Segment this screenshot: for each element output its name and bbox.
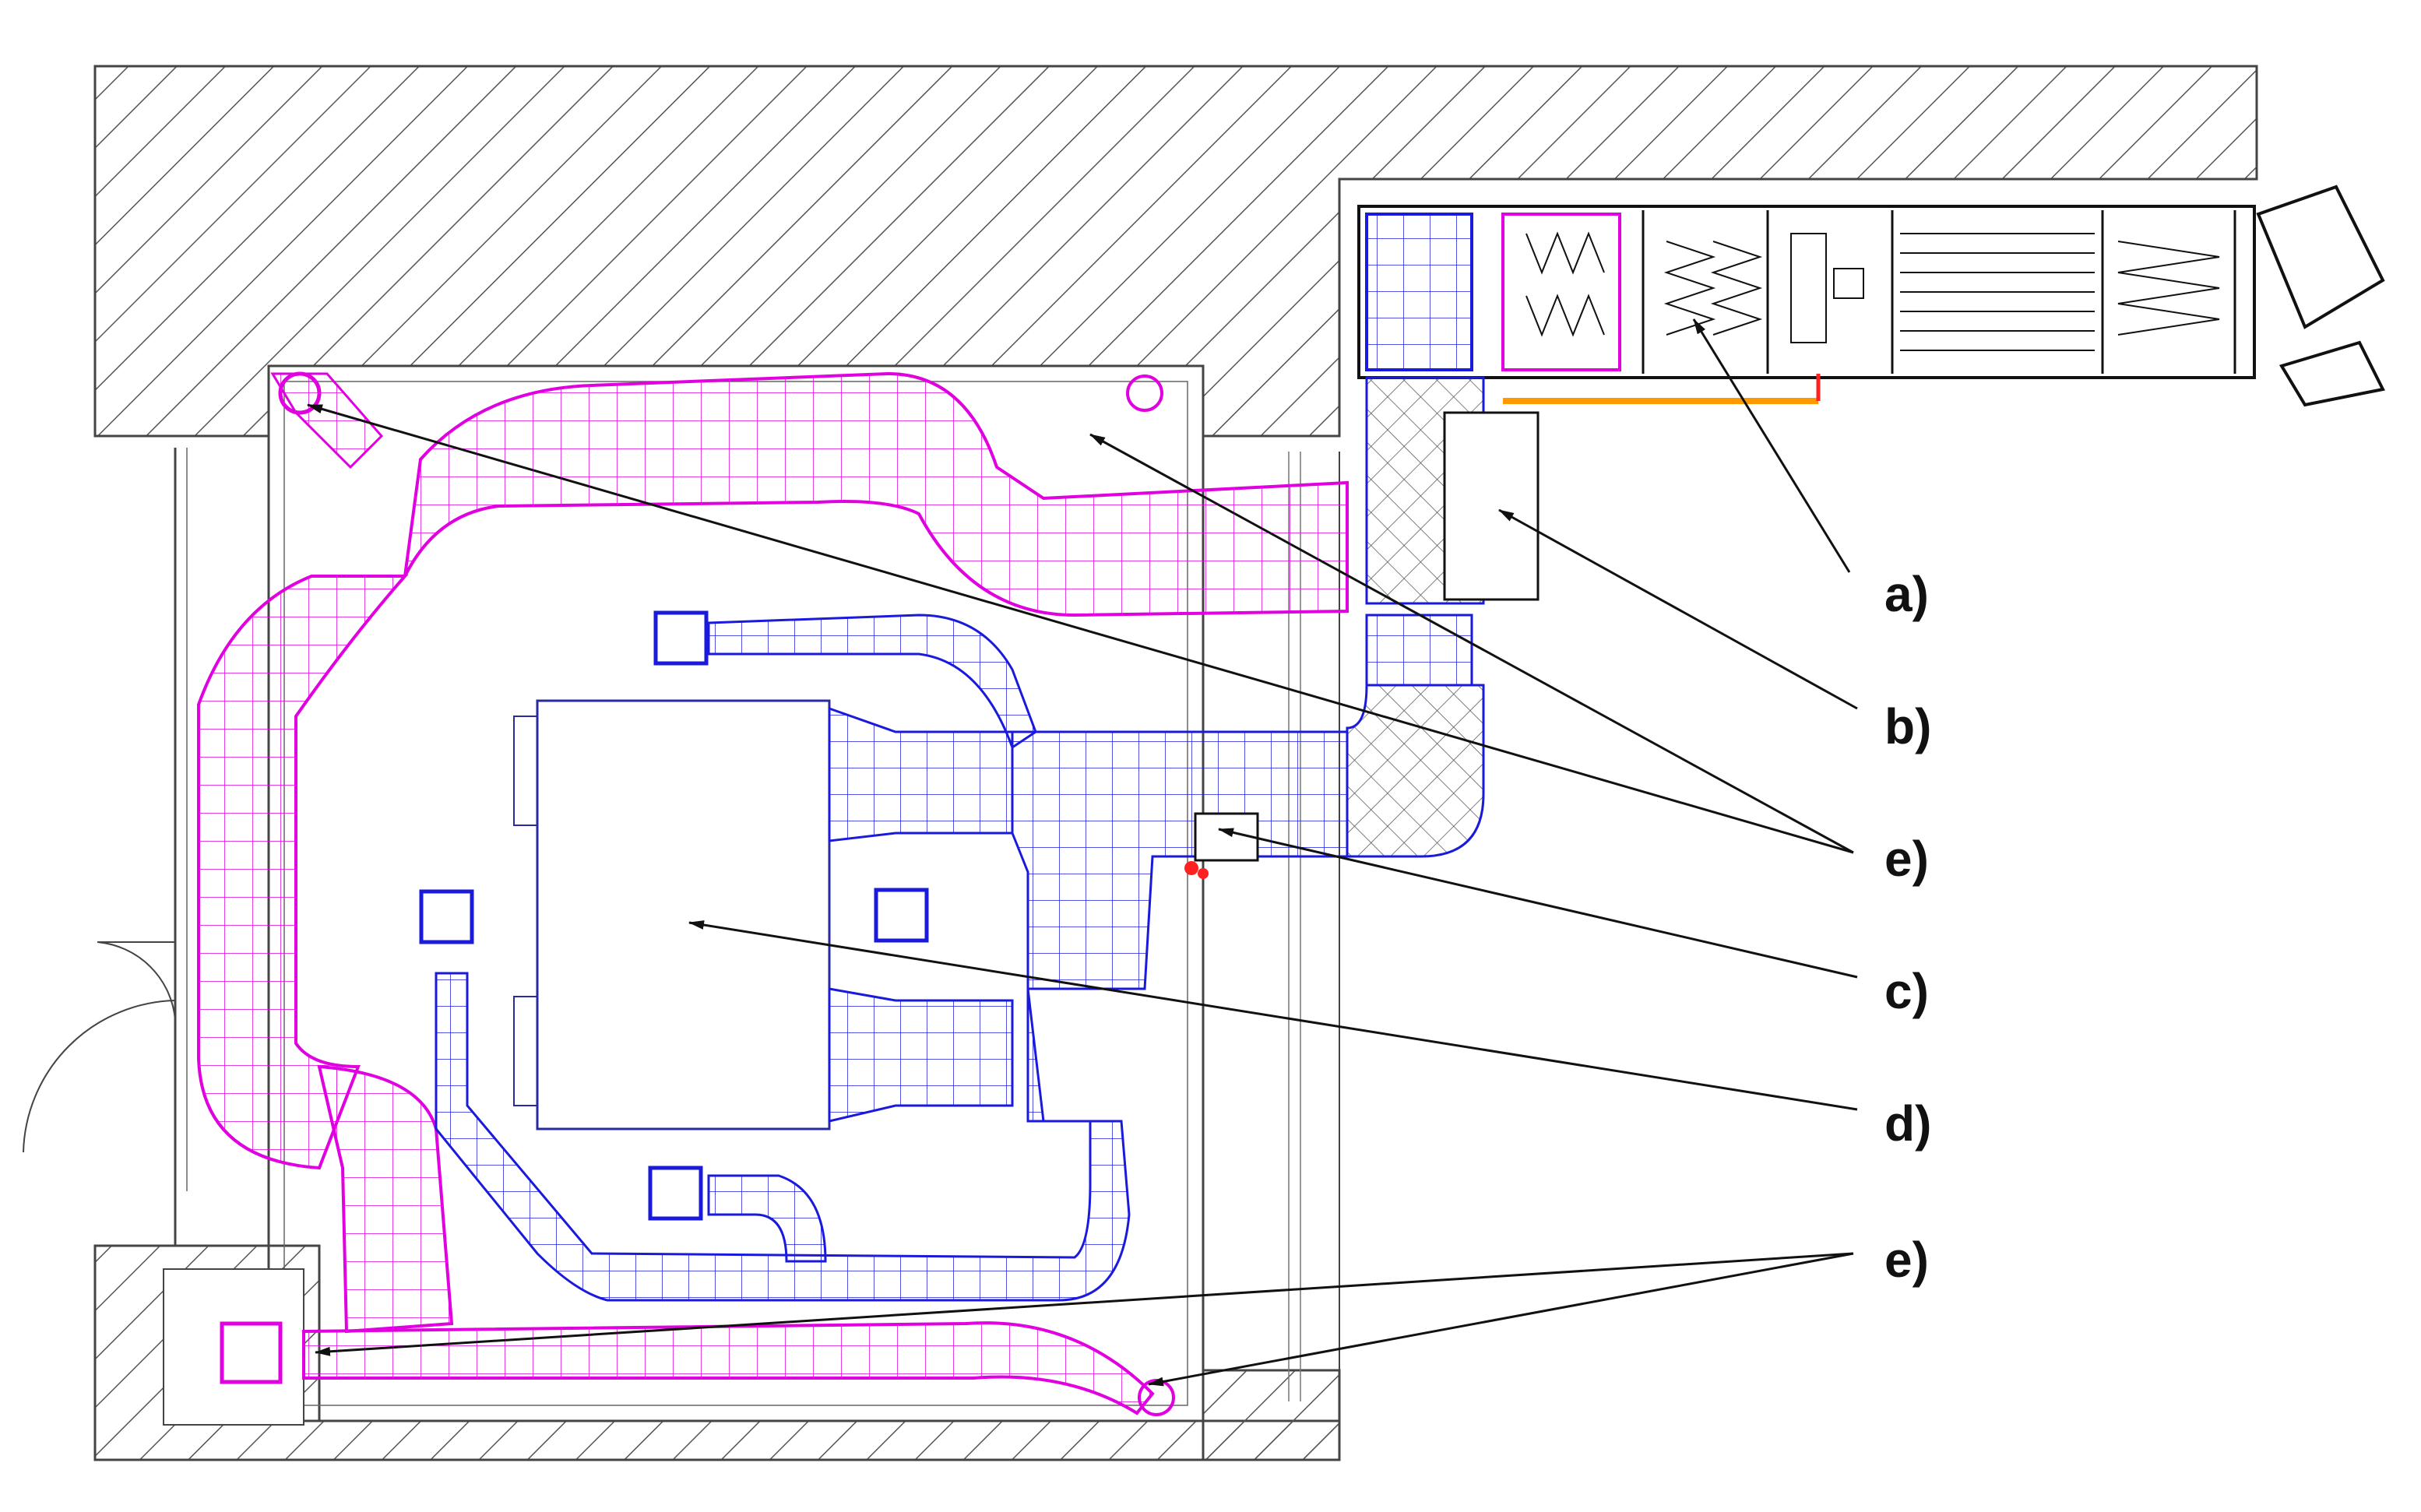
control-valve-red [1184,861,1198,875]
label-b: b) [1884,698,1931,754]
leader-arrows [307,318,1858,1387]
riser-box [1443,411,1540,601]
central-unit-outlet-lower [828,987,1014,1123]
label-c: c) [1884,963,1929,1019]
ahu-magenta-section [1501,213,1621,371]
return-grille-3 [874,888,929,943]
ahu-outdoor-louver [2256,185,2385,329]
arrow-e-upper-2 [1089,433,1854,854]
return-ducts [419,610,1349,1302]
label-a: a) [1884,566,1929,622]
arrow-a [1692,318,1851,573]
riser-elbow [1346,684,1485,858]
air-handling-unit [1357,185,2385,407]
central-unit-flange-left [513,716,538,826]
central-unit-flange-left-2 [513,996,538,1106]
ahu-blue-section [1365,213,1473,371]
arrow-e-lower-1 [315,1252,1854,1356]
supply-duct-bottom [302,1321,1155,1415]
return-duct-main [435,730,1349,1302]
central-unit-outlet-upper [828,706,1014,842]
ahu-filter-zigzag [1525,231,1605,275]
supply-duct-loop [197,371,1349,1416]
bottom-right-wall-hatch [1202,1369,1341,1461]
label-e-lower: e) [1884,1232,1929,1288]
ahu-filter-zigzag-2 [1525,294,1605,337]
control-valve-red-2 [1198,868,1209,879]
arrow-b [1498,508,1858,710]
central-unit [513,699,1014,1130]
ahu-heat-exchanger [1900,233,2095,351]
shaft-room [163,1268,304,1426]
return-duct-top [707,614,1037,750]
return-grille-4 [648,1166,703,1221]
arrow-c [1218,828,1858,979]
ahu-casing [1357,205,2256,379]
return-duct-bottom-branch [707,1174,827,1263]
arrow-d [688,920,1858,1111]
supply-duct-upper-left-branch [270,372,384,469]
return-grille-2 [419,889,474,944]
arrow-e-upper-1 [307,403,1854,854]
return-grille-1 [653,610,709,666]
ahu-coil-zigzag-2 [1710,241,1763,336]
arrow-e-lower-2 [1148,1252,1854,1387]
building-walls [23,65,2258,1461]
supply-diffuser-top-left [278,371,322,415]
label-d: d) [1884,1095,1931,1152]
supply-diffuser-top-right [1126,374,1163,412]
duct-riser [1346,376,1540,858]
supply-duct-top [403,371,1349,617]
ahu-outdoor-louver-2 [2278,340,2385,407]
door-arc-lower [23,1000,176,1153]
ahu-fan-housing [1790,233,1827,343]
ahu-coil-zigzag [1663,241,1716,336]
label-e-upper: e) [1884,831,1929,887]
supply-duct-lower-left [317,1064,454,1334]
door-arc-upper [97,941,176,1021]
supply-diffuser-lower-left [220,1321,283,1384]
central-unit-body [536,699,831,1130]
ahu-fan-motor [1833,268,1864,299]
riser-blue-section [1365,614,1473,687]
supply-duct-left [197,575,409,1170]
ahu-final-filter [2117,241,2220,336]
